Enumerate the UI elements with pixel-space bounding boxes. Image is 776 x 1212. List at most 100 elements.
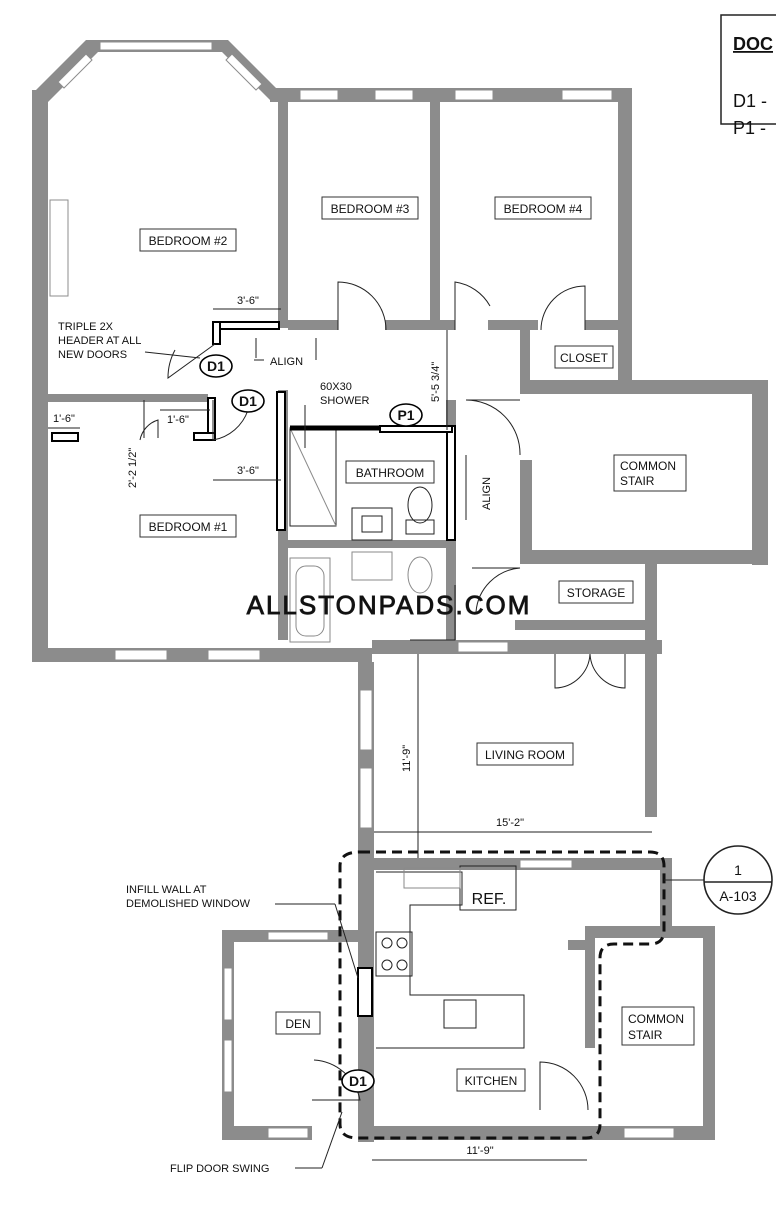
burner-4 (396, 959, 408, 971)
room-label-bedroom3: BEDROOM #3 (331, 202, 410, 216)
room-label-storage: STORAGE (567, 586, 625, 600)
leader-infill-b (334, 903, 359, 979)
window-den-w2 (223, 1039, 233, 1093)
bathtub-inner (295, 565, 325, 637)
label-box-storage (558, 580, 634, 604)
window-bed2-west (49, 199, 69, 297)
window-kitchen-top (519, 859, 573, 869)
door-swing-bed3 (337, 281, 387, 331)
door-swing-living-l (554, 653, 591, 689)
window-den-top (267, 931, 329, 941)
window-den-bottom (267, 1127, 309, 1139)
wall-stair2-west (585, 938, 595, 1048)
new-wall-bed1-foot (193, 432, 216, 441)
burner-3 (381, 959, 393, 971)
burner-2 (396, 937, 408, 949)
wall-stair2-top (585, 926, 715, 938)
room-label-common-stair-lower-2: STAIR (628, 1028, 663, 1042)
note-infill-1: INFILL WALL AT (126, 884, 207, 896)
section-marker: 1 A-103 (703, 845, 773, 915)
window-living-w1 (359, 689, 373, 751)
window-living-w2 (359, 767, 373, 829)
note-align-right: ALIGN (481, 477, 493, 510)
kitchen-enlarged-area (338, 850, 666, 1140)
tag-circle-d1-b (231, 389, 265, 413)
wall-storage-bottom (515, 620, 657, 630)
tag-circle-p1 (389, 403, 423, 427)
bath-sink-existing (351, 551, 393, 581)
label-box-den (275, 1011, 321, 1035)
wall-stair-top (520, 380, 768, 394)
room-label-kitchen: KITCHEN (465, 1074, 518, 1088)
kitchen-stove (375, 931, 413, 977)
dim-1-6-left: 1'-6" (53, 413, 75, 425)
wall-stair-east (752, 380, 768, 565)
label-box-bathroom (345, 460, 435, 484)
wall-bed3-south-b (385, 320, 455, 330)
wall-bed4-south-b (585, 320, 625, 330)
new-wall-infill (357, 967, 373, 1017)
door-tags: D1 D1 P1 D1 (199, 354, 423, 1093)
window-stair2 (623, 1127, 675, 1139)
toilet-tank (405, 519, 435, 535)
window-bed4-1 (454, 89, 494, 101)
label-ref: REF. (472, 891, 507, 908)
wall-kitchen-east (660, 858, 672, 928)
note-shower-2: SHOWER (320, 395, 370, 407)
dimension-lines (48, 308, 652, 1161)
wall-bed3-south (288, 320, 338, 330)
room-label-bedroom1: BEDROOM #1 (149, 520, 228, 534)
kitchen-sink (443, 999, 477, 1029)
new-wall-bed2-header (212, 321, 280, 330)
section-marker-circle (703, 845, 773, 915)
tag-d1-c: D1 (349, 1073, 367, 1089)
wall-bed3-west (278, 102, 288, 328)
dim-2-2: 2'-2 1/2" (127, 448, 139, 488)
bath-sink (351, 507, 393, 541)
dim-1-6-mid: 1'-6" (167, 414, 189, 426)
label-box-kitchen (456, 1068, 526, 1092)
dim-11-9-horizontal: 11'-9" (466, 1145, 493, 1157)
wall-storage-east (645, 562, 657, 817)
refrigerator-old (403, 867, 461, 889)
door-swing-bath2 (410, 585, 456, 641)
window-bed3-2 (374, 89, 414, 101)
wall-bed1-bed2 (48, 394, 208, 402)
window-bed4-2 (561, 89, 613, 101)
wall-bay-left (36, 40, 98, 102)
legend-box (720, 14, 776, 125)
dim-3-6-bottom: 3'-6" (237, 465, 259, 477)
note-shower-1: 60X30 (320, 381, 352, 393)
door-swing-stair (465, 399, 521, 456)
door-swing-living-r (589, 653, 626, 689)
new-wall-bath-w (276, 391, 286, 531)
kitchen-counter-top (376, 871, 525, 1049)
label-box-closet (554, 345, 614, 369)
wall-east-bed4 (618, 88, 632, 388)
dim-3-6-top: 3'-6" (237, 295, 259, 307)
window-den-w1 (223, 967, 233, 1021)
toilet-existing (407, 556, 433, 594)
note-triple-header-2: HEADER AT ALL (58, 335, 141, 347)
note-flip-door: FLIP DOOR SWING (170, 1163, 269, 1175)
door-swing-bed1-left (139, 419, 159, 441)
wall-bay-right (222, 40, 276, 100)
room-label-bedroom4: BEDROOM #4 (504, 202, 583, 216)
shower-diagonal (289, 427, 337, 527)
label-box-bedroom4 (494, 196, 592, 220)
window-bed1-1 (114, 649, 168, 661)
room-label-common-stair-upper-2: STAIR (620, 474, 655, 488)
window-bay-top (99, 41, 213, 51)
dimension-labels: 3'-6" 3'-6" 1'-6" 1'-6" 2'-2 1/2" 5'-5 3… (53, 295, 524, 1157)
label-box-bedroom3 (321, 196, 419, 220)
bathtub (289, 557, 331, 643)
doors-and-fixtures (139, 281, 626, 1111)
wall-stair-west (520, 460, 532, 564)
windows (49, 41, 675, 1139)
new-wall-bed2-stub (212, 321, 221, 345)
burner-1 (381, 937, 393, 949)
wall-top-bedrooms (270, 88, 630, 102)
tag-p1: P1 (397, 407, 414, 423)
new-wall-bed1-left (51, 432, 79, 442)
window-living-top (457, 641, 509, 653)
